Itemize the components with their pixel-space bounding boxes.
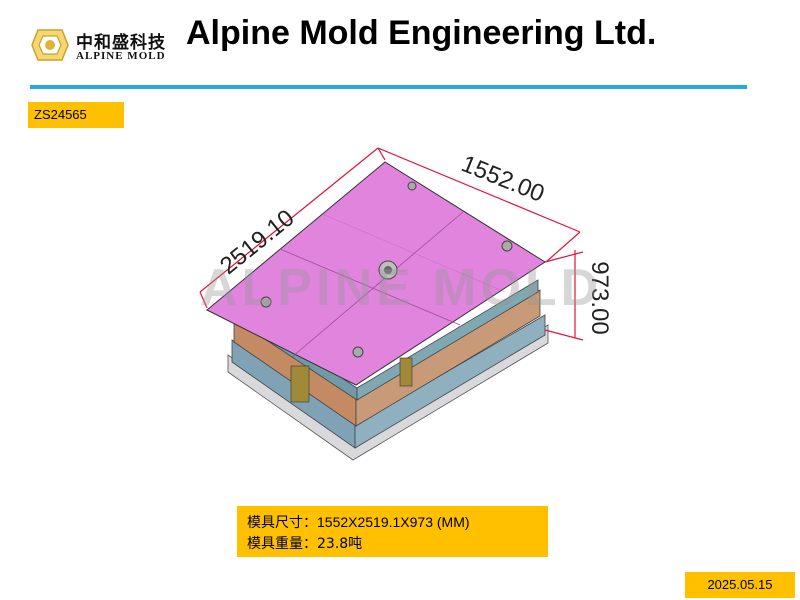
watermark-text: ALPINE MOLD — [200, 259, 603, 317]
dimension-length-text: 1552.00 — [458, 150, 549, 208]
mold-blue-plate-side — [354, 314, 546, 449]
spec-size-row: 模具尺寸：1552X2519.1X973 (MM) — [247, 512, 538, 533]
company-logo: 中和盛科技 ALPINE MOLD — [30, 26, 180, 66]
logo-emblem-icon — [31, 29, 69, 61]
spec-weight-label: 模具重量： — [247, 536, 317, 552]
project-code-label: ZS24565 — [28, 102, 124, 128]
spec-weight-value: 23.8吨 — [317, 536, 363, 552]
spec-size-value: 1552X2519.1X973 (MM) — [317, 514, 470, 530]
mold-isometric-drawing: 2519.10 1552.00 973.00 — [199, 147, 610, 461]
logo-chinese-text: 中和盛科技 — [76, 33, 166, 53]
spec-box: 模具尺寸：1552X2519.1X973 (MM) 模具重量：23.8吨 — [237, 506, 548, 557]
date-label: 2025.05.15 — [685, 572, 795, 598]
spec-size-label: 模具尺寸： — [247, 515, 317, 531]
mold-base-plate — [227, 324, 549, 461]
logo-english-text: ALPINE MOLD — [76, 50, 166, 62]
header-divider — [30, 85, 747, 89]
spec-weight-row: 模具重量：23.8吨 — [247, 533, 538, 554]
company-title: Alpine Mold Engineering Ltd. — [186, 14, 657, 52]
dimension-height-text: 973.00 — [586, 261, 610, 334]
